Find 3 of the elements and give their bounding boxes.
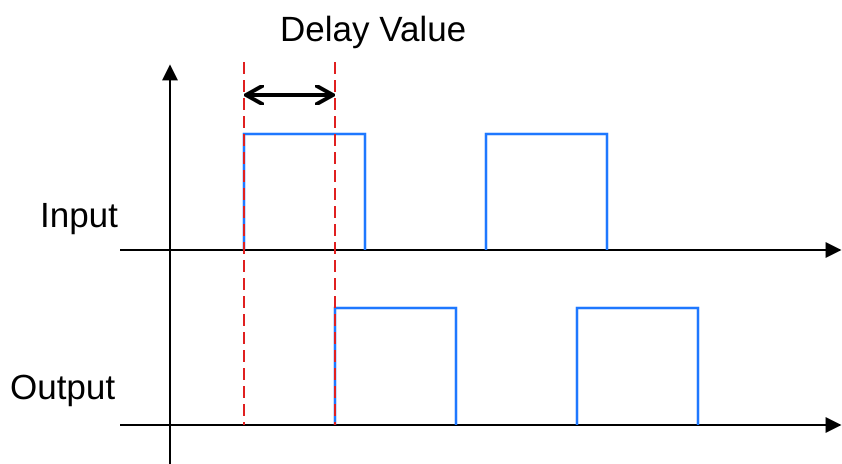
dimension-label: Delay Value <box>280 12 466 47</box>
signal-label: Input <box>40 198 118 233</box>
signal-label: Output <box>10 370 116 405</box>
